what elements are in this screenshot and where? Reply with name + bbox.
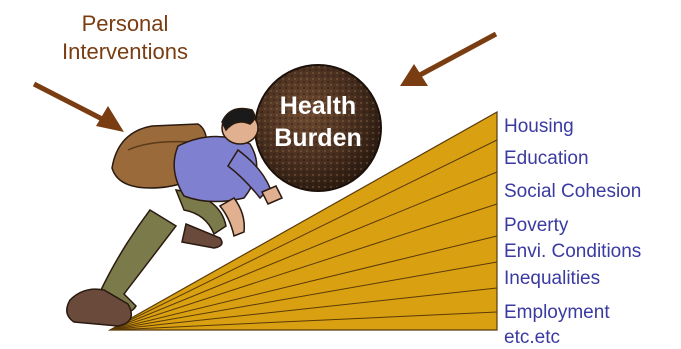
factor-etc: etc.etc	[504, 327, 560, 349]
health-burden-label: Health Burden	[255, 90, 381, 154]
health-burden-line1: Health	[255, 90, 381, 122]
factor-poverty: Poverty	[504, 215, 568, 237]
personal-interventions-line1: Personal	[40, 10, 210, 38]
factor-envi-conditions: Envi. Conditions	[504, 241, 641, 263]
personal-interventions-line2: Interventions	[40, 38, 210, 66]
personal-interventions-label: Personal Interventions	[40, 10, 210, 66]
factor-social-cohesion: Social Cohesion	[504, 181, 641, 203]
arrow-down-left-icon	[400, 34, 496, 86]
factor-education: Education	[504, 148, 589, 170]
factor-inequalities: Inequalities	[504, 268, 600, 290]
arrow-down-right-icon	[34, 84, 124, 132]
health-burden-line2: Burden	[255, 122, 381, 154]
factor-housing: Housing	[504, 116, 574, 138]
factor-employment: Employment	[504, 302, 610, 324]
